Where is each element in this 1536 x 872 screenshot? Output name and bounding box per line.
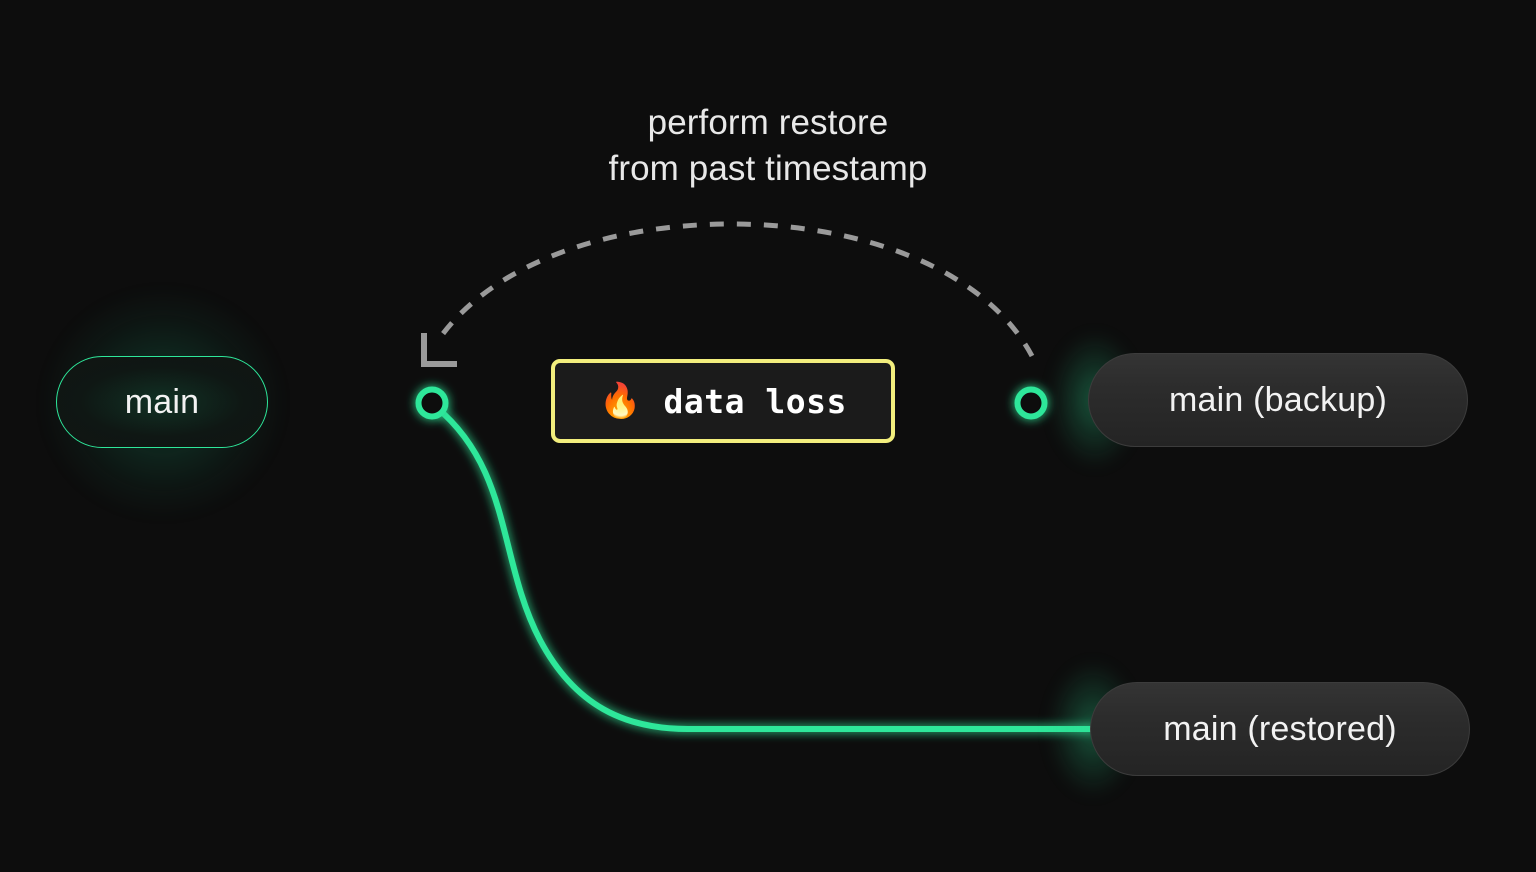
node-main-label: main	[124, 382, 200, 421]
restore-caption: perform restore from past timestamp	[608, 103, 928, 188]
node-main-backup[interactable]: main (backup)	[1088, 353, 1468, 447]
backup-node-circle	[1014, 386, 1048, 420]
node-main[interactable]: main	[56, 356, 268, 448]
node-data-loss-label: data loss	[663, 381, 847, 421]
branch-node-circle	[415, 386, 449, 420]
fire-icon: 🔥	[599, 382, 642, 420]
node-main-backup-label: main (backup)	[1168, 380, 1388, 419]
wire-branch-to-restored	[433, 404, 1097, 732]
restore-arrow-head-icon	[421, 333, 457, 367]
node-data-loss[interactable]: 🔥 data loss	[551, 359, 895, 443]
node-main-restored-label: main (restored)	[1163, 709, 1397, 748]
restore-arrow-path	[434, 221, 1035, 358]
node-main-restored[interactable]: main (restored)	[1090, 682, 1470, 776]
